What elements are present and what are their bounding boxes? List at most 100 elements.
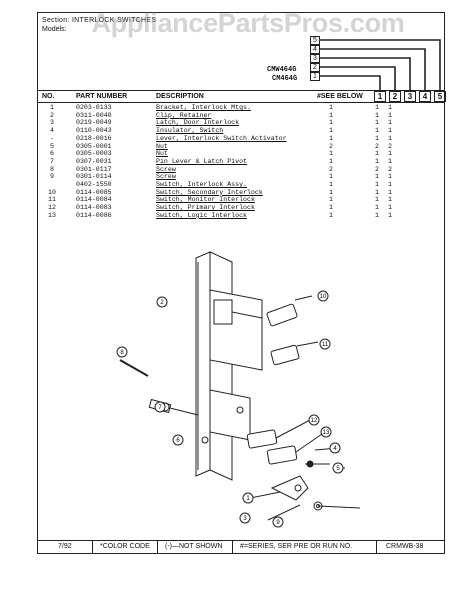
models-label: Models: [42, 26, 67, 33]
footer-rule [38, 540, 445, 541]
row-see-below: 1 [329, 188, 333, 196]
row-description: Screw [156, 165, 176, 173]
footer-series: #=SERIES, SER PRE OR RUN NO. [240, 543, 353, 550]
row-qty-model-2: 1 [388, 157, 392, 165]
callout-circle [329, 442, 341, 454]
row-part-number: 0114-0085 [76, 188, 112, 196]
row-part-number: 0301-0114 [76, 173, 112, 181]
row-description: Switch, Secondary Interlock [156, 188, 263, 196]
row-part-number: 0203-0133 [76, 104, 112, 111]
row-qty-model-1: 1 [375, 104, 379, 111]
row-see-below: 2 [329, 165, 333, 173]
row-qty-model-1: 1 [375, 134, 379, 142]
footer-divider-1 [92, 540, 93, 554]
row-qty-model-2: 1 [388, 204, 392, 212]
row-part-number: 0219-0049 [76, 119, 112, 127]
row-qty-model-1: 2 [375, 165, 379, 173]
row-qty-model-1: 1 [375, 157, 379, 165]
callout-circle [317, 290, 329, 302]
row-part-number: 0311-0040 [76, 111, 112, 119]
row-no: 11 [48, 196, 56, 204]
model-label-1: CMW464G [267, 66, 297, 74]
footer-divider-4 [376, 540, 377, 554]
footer-not-shown: (-)—NOT SHOWN [165, 543, 223, 550]
col-header-model-3: 3 [404, 91, 416, 102]
row-qty-model-2: 1 [388, 134, 392, 142]
row-see-below: 1 [329, 127, 333, 135]
col-header-model-1: 1 [374, 91, 386, 102]
footer-divider-2 [157, 540, 158, 554]
callout-circle [320, 426, 332, 438]
row-part-number: 0114-0086 [76, 211, 112, 219]
row-see-below: 1 [329, 181, 333, 188]
callout-label: 12 [311, 418, 318, 424]
model-index-box-5: 5 [310, 36, 320, 45]
row-description: Bracket, Interlock Mtgs. [156, 104, 251, 111]
section-title: Section: INTERLOCK SWITCHES [42, 17, 157, 24]
col-header-description: DESCRIPTION [156, 93, 204, 100]
row-description: Insulator, Switch [156, 127, 224, 135]
row-no: - [50, 134, 54, 142]
callout-label: 3 [243, 516, 247, 522]
row-no: 4 [50, 127, 54, 135]
row-qty-model-2: 1 [388, 111, 392, 119]
callout-circle [172, 434, 184, 446]
row-see-below: 1 [329, 196, 333, 204]
row-qty-model-2: 1 [388, 188, 392, 196]
footer-divider-3 [232, 540, 233, 554]
row-qty-model-2: 1 [388, 150, 392, 158]
col-header-model-4: 4 [419, 91, 431, 102]
callout-label: 13 [323, 430, 330, 436]
col-header-model-2: 2 [389, 91, 401, 102]
row-qty-model-1: 1 [375, 111, 379, 119]
callout-circle [272, 516, 284, 528]
row-qty-model-2: 1 [388, 119, 392, 127]
model-index-box-1: 1 [310, 72, 320, 81]
callout-circle [319, 338, 331, 350]
callout-circle [239, 512, 251, 524]
row-part-number: 0305-0001 [76, 142, 112, 150]
table-top-rule [38, 90, 445, 91]
row-description: Nut [156, 150, 168, 158]
row-see-below: 1 [329, 173, 333, 181]
row-part-number: 0402-1550 [76, 181, 112, 188]
row-qty-model-2: 1 [388, 196, 392, 204]
row-qty-model-1: 1 [375, 211, 379, 219]
switch-10 [266, 303, 298, 327]
row-part-number: 0114-0084 [76, 196, 112, 204]
row-qty-model-1: 1 [375, 196, 379, 204]
callout-label: 5 [336, 466, 340, 472]
row-qty-model-1: 1 [375, 119, 379, 127]
row-qty-model-2: 1 [388, 211, 392, 219]
row-no: 7 [50, 157, 54, 165]
row-qty-model-2: 1 [388, 104, 392, 111]
callout-label: 2 [160, 300, 164, 306]
switch-13 [266, 445, 298, 465]
row-part-number: 0218-0016 [76, 134, 112, 142]
row-description: Switch, Primary Interlock [156, 204, 255, 212]
row-no: 6 [50, 150, 54, 158]
row-see-below: 1 [329, 157, 333, 165]
row-no: 12 [48, 204, 56, 212]
footer-color-code: *COLOR CODE [100, 543, 150, 550]
row-see-below: 2 [329, 142, 333, 150]
row-part-number: 0110-0043 [76, 127, 112, 135]
callout-circle [242, 492, 254, 504]
row-see-below: 1 [329, 204, 333, 212]
callout-circle [156, 296, 168, 308]
row-no: 3 [50, 119, 54, 127]
row-no: 9 [50, 173, 54, 181]
